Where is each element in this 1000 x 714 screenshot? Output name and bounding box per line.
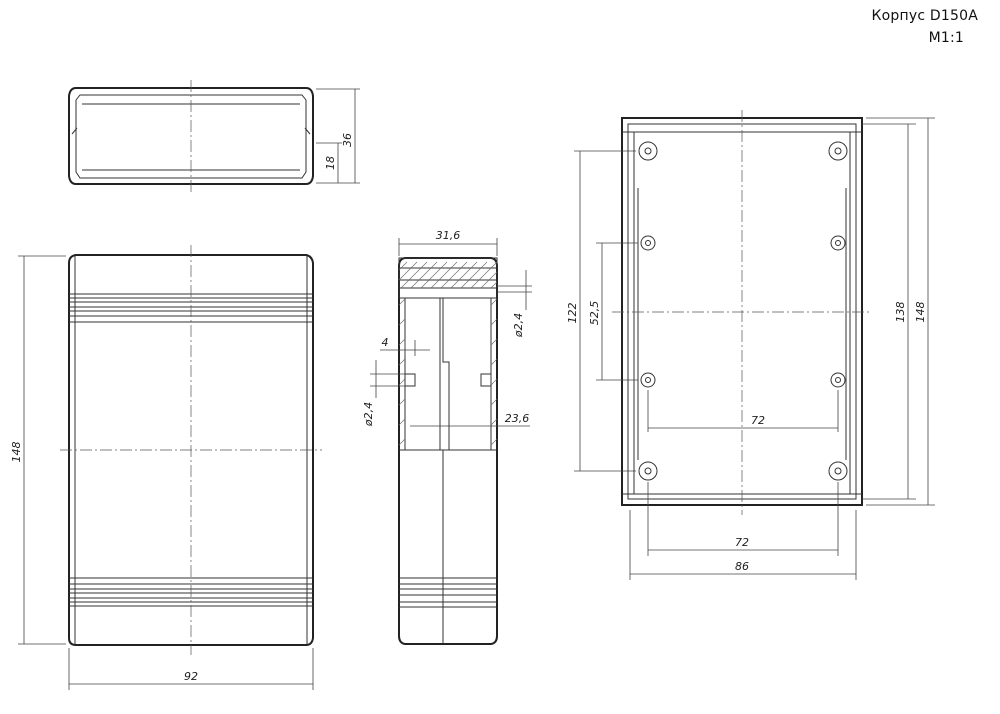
top-view	[68, 80, 360, 192]
dim-36: 36	[341, 133, 354, 147]
dim-31-6: 31,6	[436, 229, 461, 242]
dim-148-inside: 148	[914, 302, 927, 323]
dim-92: 92	[184, 670, 198, 683]
dim-122: 122	[566, 303, 579, 324]
drawing-title: Корпус D150A	[871, 8, 978, 24]
dim-4: 4	[382, 336, 389, 349]
front-view	[18, 245, 322, 690]
dim-86: 86	[735, 560, 749, 573]
inside-view	[574, 110, 935, 580]
dim-148-front: 148	[10, 442, 23, 463]
dim-52-5: 52,5	[588, 301, 601, 326]
section-view	[370, 238, 532, 645]
dim-dia-2-4-top: ø2,4	[512, 313, 525, 338]
drawing-scale: M1:1	[928, 30, 964, 46]
dim-72-inner: 72	[751, 414, 765, 427]
dim-72-outer: 72	[735, 536, 749, 549]
dim-18: 18	[324, 156, 337, 170]
dim-dia-2-4-left: ø2,4	[362, 402, 375, 427]
dim-138: 138	[894, 302, 907, 323]
dim-23-6: 23,6	[505, 412, 530, 425]
